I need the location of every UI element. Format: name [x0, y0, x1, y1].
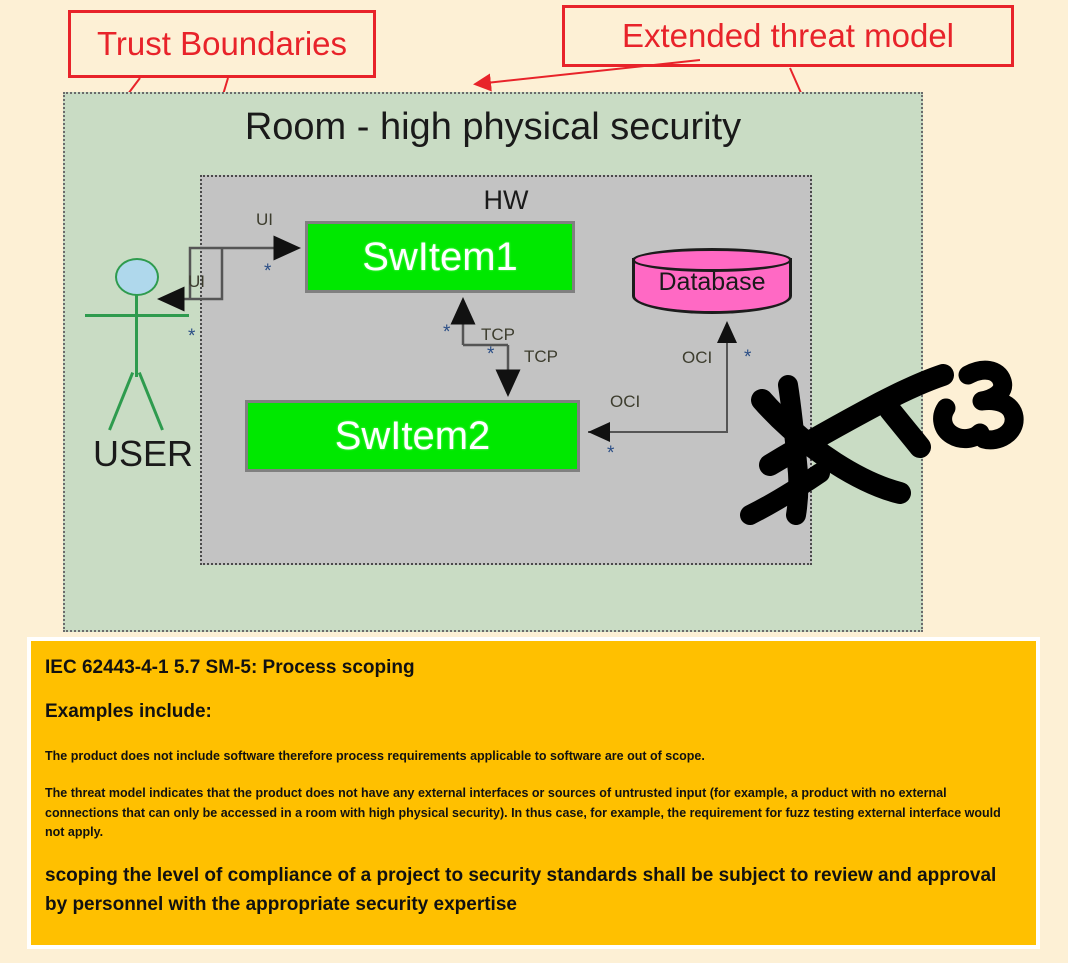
multiplicity-oci-sw2: *: [607, 443, 615, 464]
notes-example-1: The product does not include software th…: [45, 749, 705, 763]
database-cylinder-top: [632, 248, 792, 272]
connector-label-tcp-up: TCP: [481, 325, 515, 344]
notes-heading: IEC 62443-4-1 5.7 SM-5: Process scoping: [45, 657, 415, 678]
connector-ui-swItem1-to-user: [157, 248, 224, 312]
node-swItem2-label: SwItem2: [334, 413, 491, 458]
connector-label-ui-in: UI: [188, 272, 205, 291]
multiplicity-tcp-up: *: [443, 322, 451, 343]
actor-label: USER: [92, 433, 194, 474]
callout-extended-threat-model: Extended threat model: [562, 5, 1014, 67]
connector-label-tcp-down: TCP: [524, 347, 558, 366]
threat-model-diagram: Room - high physical security HW USER: [63, 92, 1024, 632]
node-swItem2: SwItem2: [245, 400, 580, 472]
multiplicity-oci-db: *: [744, 347, 752, 368]
node-swItem1-label: SwItem1: [362, 234, 518, 279]
notes-panel: IEC 62443-4-1 5.7 SM-5: Process scoping …: [27, 637, 1040, 949]
callout-trust-boundaries-label: Trust Boundaries: [96, 25, 348, 62]
room-title: Room - high physical security: [244, 106, 742, 148]
notes-statement: scoping the level of compliance of a pro…: [45, 864, 997, 915]
connector-label-oci-sw2: OCI: [610, 392, 641, 411]
leader-threat-to-room-top: [473, 59, 701, 92]
multiplicity-tcp-down: *: [487, 344, 495, 365]
multiplicity-ui-in: *: [188, 326, 196, 347]
node-database-label: Database: [658, 268, 766, 296]
connector-label-oci-db: OCI: [682, 348, 713, 367]
actor-user: USER: [85, 258, 195, 474]
callout-extended-threat-model-label: Extended threat model: [621, 17, 955, 54]
connector-ui-user-to-swItem1: [188, 235, 301, 299]
node-swItem1: SwItem1: [305, 221, 575, 293]
callout-trust-boundaries: Trust Boundaries: [68, 10, 376, 78]
node-database: Database: [632, 248, 792, 316]
notes-subheading: Examples include:: [45, 701, 212, 722]
actor-body: [135, 295, 138, 377]
hw-title: HW: [483, 185, 529, 215]
connector-label-ui-out: UI: [256, 210, 273, 229]
connector-oci-to-database: [588, 321, 737, 433]
connector-lines: [157, 235, 737, 442]
notes-example-2: The threat model indicates that the prod…: [45, 786, 1001, 840]
multiplicity-ui-out: *: [264, 261, 272, 282]
